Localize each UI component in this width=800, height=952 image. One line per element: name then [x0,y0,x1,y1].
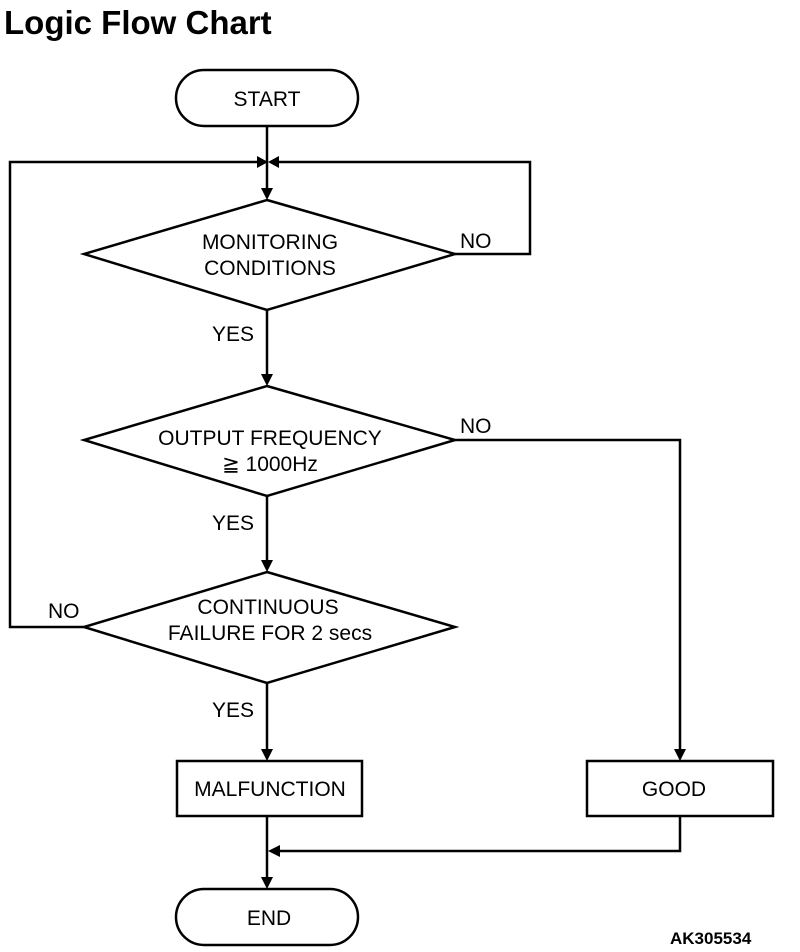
monitoring-label-line2: CONDITIONS [204,257,336,280]
edge-monitoring-no-loop [278,160,532,256]
continuous-yes-label: YES [212,699,254,722]
arrow-right-merge [268,156,279,168]
start-label: START [234,88,301,111]
monitoring-yes-label: YES [212,323,254,346]
malfunction-box [175,759,364,818]
arrow-into-continuous [261,560,273,572]
malfunction-label: MALFUNCTION [194,778,346,801]
edge-continuous-no-loop [8,160,258,629]
figure-code: AK305534 [670,929,752,948]
frequency-label-line1: OUTPUT FREQUENCY [158,427,382,450]
continuous-label-line2: FAILURE FOR 2 secs [168,622,372,645]
good-box [585,759,775,818]
continuous-label-line1: CONTINUOUS [197,596,338,619]
arrow-into-monitoring [261,188,273,200]
edge-good-to-end [279,816,682,853]
arrow-left-merge [257,156,268,168]
end-label: END [247,907,291,930]
arrow-into-end [261,877,273,889]
monitoring-no-label: NO [460,230,492,253]
good-label: GOOD [642,778,706,801]
edge-frequency-no [455,438,682,750]
arrow-into-malfunction [261,749,273,761]
monitoring-label-line1: MONITORING [202,231,338,254]
arrow-good-join [268,845,280,857]
end-terminal [174,887,360,947]
frequency-yes-label: YES [212,512,254,535]
page-title: Logic Flow Chart [4,4,272,41]
monitoring-conditions-decision [79,198,460,312]
arrow-into-good [674,749,686,761]
continuous-no-label: NO [48,600,80,623]
frequency-no-label: NO [460,415,492,438]
frequency-label-line2: ≧ 1000Hz [222,453,318,476]
arrow-into-frequency [261,374,273,386]
